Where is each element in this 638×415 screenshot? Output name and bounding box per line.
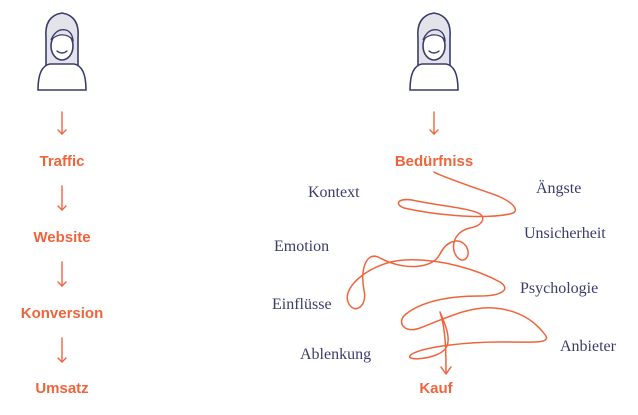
arrow-down-icon — [57, 261, 67, 287]
arrow-down-icon — [57, 111, 67, 135]
step-traffic: Traffic — [39, 153, 85, 170]
start-beduerfniss: Bedürfniss — [394, 153, 474, 170]
factor-aengste: Ängste — [536, 180, 582, 197]
arrow-down-icon — [429, 111, 439, 135]
end-kauf: Kauf — [419, 380, 453, 397]
tangled-path-icon — [346, 171, 548, 375]
factor-einfluesse: Einflüsse — [272, 296, 332, 313]
arrow-down-icon — [57, 337, 67, 363]
factor-kontext: Kontext — [308, 184, 360, 201]
factor-ablenkung: Ablenkung — [300, 346, 372, 363]
step-umsatz: Umsatz — [35, 380, 89, 397]
factor-unsicherheit: Unsicherheit — [524, 225, 606, 242]
person-icon-left — [37, 12, 87, 91]
arrow-down-icon — [57, 185, 67, 211]
step-website: Website — [33, 229, 91, 246]
factor-anbieter: Anbieter — [560, 338, 616, 355]
factor-psychologie: Psychologie — [520, 280, 599, 297]
step-konversion: Konversion — [20, 305, 104, 322]
person-icon-right — [409, 12, 459, 91]
factor-emotion: Emotion — [274, 238, 330, 255]
